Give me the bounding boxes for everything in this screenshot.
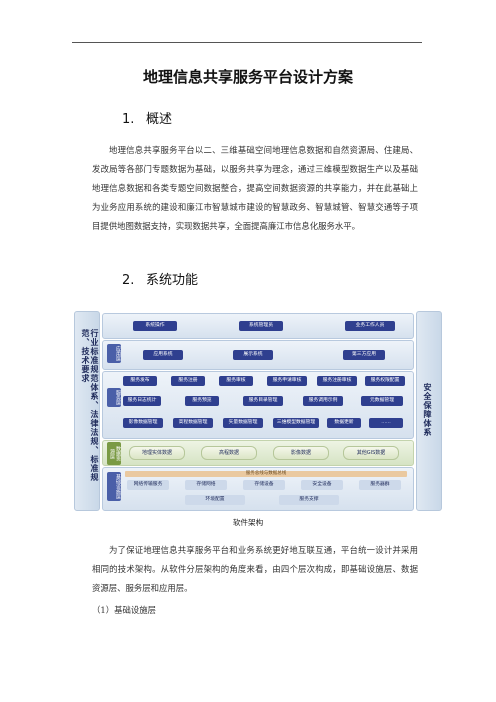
service-layer: 服务层 服务发布 服务注册 服务审核 服务申请审核 服务注册审核 服务权限配置 … [102, 371, 414, 439]
infra-box: 存储网络 [185, 480, 227, 490]
service-bus-strip: 服务总线与数据总线 [125, 471, 407, 477]
section-title: 概述 [146, 112, 173, 127]
section-number: 1. [122, 112, 135, 127]
service-box: 服务注册 [171, 376, 205, 386]
service-box: 元数据管理 [361, 396, 403, 406]
infra-box: 网络传输服务 [127, 480, 169, 490]
data-resource-layer: 数据资源层 地理实体数据 高程数据 影像数据 其他GIS数据 [102, 440, 414, 466]
document-title: 地理信息共享服务平台设计方案 [142, 68, 353, 86]
app-box: 第三方应用 [343, 350, 385, 360]
infra-box: 存储设备 [243, 480, 285, 490]
app-box: 展示系统 [233, 350, 273, 360]
app-box: 应用系统 [143, 350, 183, 360]
service-box: 高程数据管理 [173, 418, 213, 428]
infra-box: 环境配置 [185, 495, 245, 505]
overview-paragraph: 地理信息共享服务平台以二、三维基础空间地理信息数据和自然资源局、住建局、发改局等… [92, 145, 418, 231]
infra-box: 服务支撑 [279, 495, 339, 505]
security-panel [416, 311, 442, 511]
layer-tag: 基础设施层 [107, 472, 121, 501]
service-box: 三维模型数据管理 [273, 418, 319, 428]
service-box: 服务审核 [219, 376, 253, 386]
service-box: …… [369, 418, 403, 428]
layer-tag: 数据资源层 [107, 442, 121, 465]
service-box: 服务预览 [185, 396, 219, 406]
infrastructure-layer: 基础设施层 服务总线与数据总线 网络传输服务 存储网络 存储设备 安全设备 服务… [102, 467, 414, 511]
service-box: 矢量数据管理 [223, 418, 263, 428]
infra-box: 安全设备 [301, 480, 343, 490]
standards-label: 行业标准规范体系、法律法规、标准规范、技术要求 [81, 329, 99, 482]
user-box: 业务工作人员 [345, 321, 395, 331]
architecture-paragraph: 为了保证地理信息共享服务平台和业务系统更好地互联互通，平台统一设计并采用相同的技… [92, 545, 418, 593]
user-box: 系统管理员 [239, 321, 283, 331]
subheading-infrastructure: （1）基础设施层 [92, 605, 156, 615]
service-box: 服务目录管理 [243, 396, 283, 406]
service-box: 服务权限配置 [365, 376, 405, 386]
section-number: 2. [122, 273, 135, 288]
data-cylinder: 影像数据 [273, 446, 329, 460]
application-layer: 应用层 应用系统 展示系统 第三方应用 [102, 340, 414, 370]
section-heading-overview: 1. 概述 [122, 108, 172, 127]
section-heading-functions: 2. 系统功能 [122, 269, 198, 288]
service-box: 数据更新 [327, 418, 361, 428]
layer-tag: 服务层 [107, 388, 121, 407]
infra-box: 服务器群 [359, 480, 401, 490]
section-title: 系统功能 [146, 273, 199, 288]
user-box: 系统操作 [133, 321, 177, 331]
security-label: 安全保障体系 [423, 383, 432, 437]
service-box: 服务日志统计 [123, 396, 161, 406]
data-cylinder: 地理实体数据 [129, 446, 185, 460]
data-cylinder: 高程数据 [201, 446, 257, 460]
service-box: 服务注册审核 [317, 376, 357, 386]
user-layer: 系统操作 系统管理员 业务工作人员 [102, 313, 414, 339]
layer-tag: 应用层 [107, 344, 121, 363]
service-box: 服务调用示例 [303, 396, 343, 406]
service-box: 影像数据管理 [123, 418, 163, 428]
data-cylinder: 其他GIS数据 [343, 446, 399, 460]
header-rule [72, 42, 422, 43]
service-box: 服务发布 [123, 376, 157, 386]
figure-caption: 软件架构 [232, 518, 264, 527]
service-box: 服务申请审核 [267, 376, 307, 386]
standards-panel [74, 311, 100, 511]
software-architecture-diagram: 行业标准规范体系、法律法规、标准规范、技术要求 安全保障体系 系统操作 系统管理… [74, 311, 442, 511]
